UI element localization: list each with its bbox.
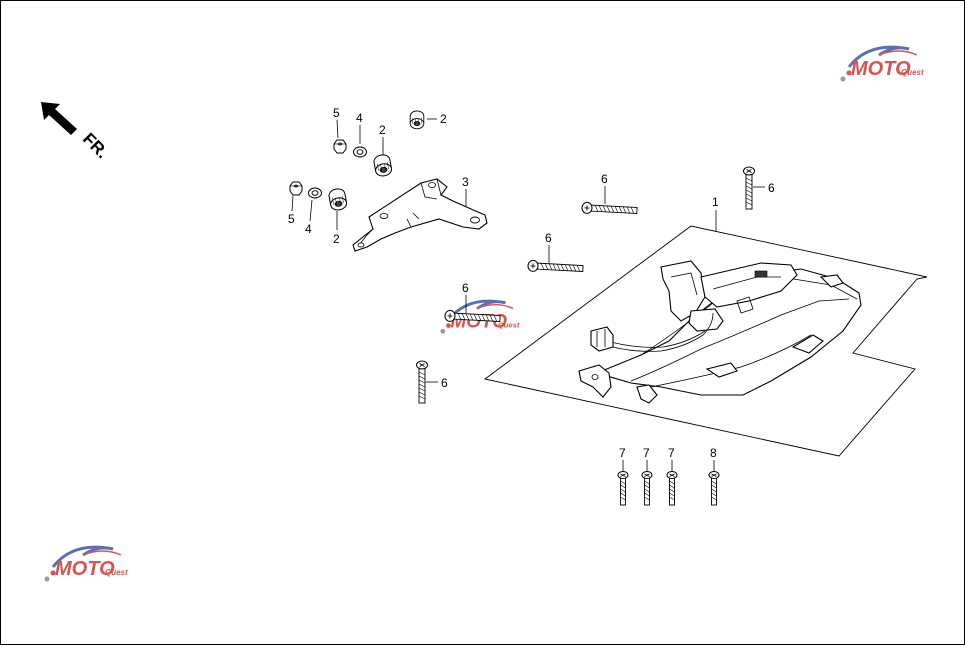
screw-part xyxy=(527,259,584,275)
mounting-bracket-part xyxy=(352,178,488,252)
callout-2-top-right: 2 xyxy=(440,112,447,126)
rubber-grommet-part xyxy=(372,153,393,178)
screw-part xyxy=(641,471,653,506)
callout-3: 3 xyxy=(462,175,469,189)
screw-part xyxy=(581,201,638,217)
watermark-subtext: Quest xyxy=(901,68,924,77)
direction-label: FR. xyxy=(79,129,112,162)
callout-5-bottom: 5 xyxy=(288,212,295,226)
callout-2-bottom: 2 xyxy=(333,232,340,246)
nut-part xyxy=(333,139,347,154)
callout-8: 8 xyxy=(710,446,717,460)
washer-part xyxy=(308,187,322,199)
watermark-logo-icon: MOTO Quest xyxy=(839,45,924,83)
callout-7-b: 7 xyxy=(643,446,650,460)
callout-6-d: 6 xyxy=(462,281,469,295)
watermark-text: MOTO xyxy=(851,58,911,80)
callout-4-top: 4 xyxy=(356,111,363,125)
screw-part xyxy=(708,471,720,506)
screw-part xyxy=(617,471,629,506)
watermark-text: MOTO xyxy=(55,558,115,580)
callout-7-a: 7 xyxy=(619,446,626,460)
callout-6-b: 6 xyxy=(768,181,775,195)
screw-part xyxy=(743,166,755,210)
callout-7-c: 7 xyxy=(668,446,675,460)
screw-part xyxy=(416,360,428,404)
callout-1: 1 xyxy=(712,195,719,209)
front-direction-arrow-icon xyxy=(41,102,77,135)
callout-6-a: 6 xyxy=(601,172,608,186)
screw-part xyxy=(666,471,678,506)
assembly-outline-box xyxy=(483,225,928,457)
rubber-grommet-part xyxy=(409,110,425,130)
callout-6-c: 6 xyxy=(545,231,552,245)
callout-6-e: 6 xyxy=(441,376,448,390)
callout-2-mid: 2 xyxy=(379,123,386,137)
callout-5-top: 5 xyxy=(333,106,340,120)
watermark-logo-icon: MOTO Quest xyxy=(43,545,128,583)
watermark-subtext: Quest xyxy=(498,321,520,330)
callout-4-bottom: 4 xyxy=(305,222,312,236)
watermark-subtext: Quest xyxy=(105,568,128,577)
rubber-grommet-part xyxy=(327,187,348,212)
nut-part xyxy=(289,181,303,196)
washer-part xyxy=(353,146,367,158)
tail-light-assembly-part xyxy=(578,260,862,404)
